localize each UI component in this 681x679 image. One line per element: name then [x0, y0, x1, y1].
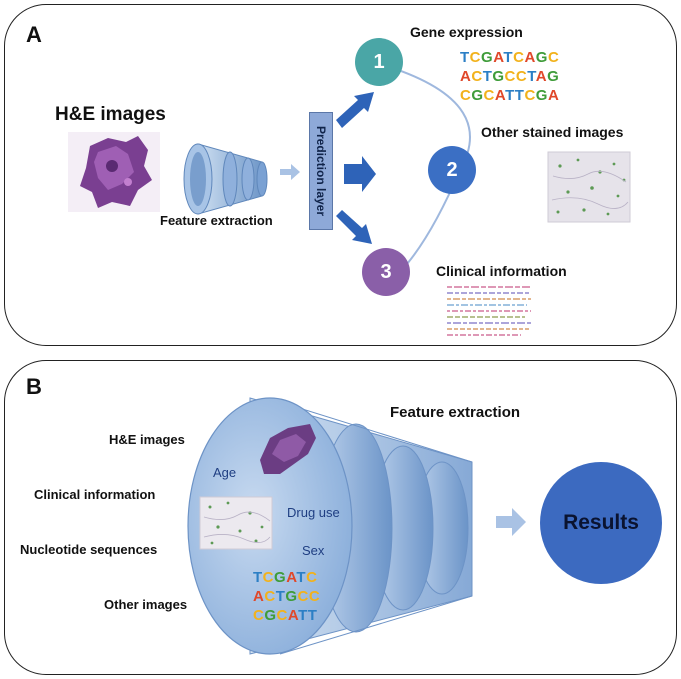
nucleotide-letter: C — [513, 49, 525, 66]
arrow-up-right-icon — [336, 92, 374, 128]
nucleotide-letter: T — [460, 49, 470, 66]
nucleotide-letter: C — [262, 569, 275, 586]
node-2-number: 2 — [446, 158, 458, 181]
nucleotide-letter: C — [504, 68, 516, 85]
age-label: Age — [213, 465, 237, 480]
panel-b-title: Feature extraction — [390, 404, 521, 421]
nucleotide-letter: C — [460, 87, 472, 104]
gene-sequence-line: TCGATCAGC — [460, 48, 559, 67]
node-1-number: 1 — [373, 50, 385, 73]
stained-image — [547, 151, 631, 223]
left-label-he-images: H&E images — [109, 432, 185, 447]
sex-label: Sex — [302, 543, 325, 558]
prediction-layer-label: Prediction layer — [314, 125, 328, 217]
nucleotide-letter: C — [276, 607, 288, 624]
arrow-right-icon — [344, 156, 376, 192]
he-images-title: H&E images — [55, 104, 166, 125]
nucleotide-letter: C — [469, 49, 482, 66]
prediction-arrows — [336, 92, 376, 244]
funnel-sequence-line: CGCATT — [253, 606, 320, 625]
nucleotide-letter: T — [253, 569, 263, 586]
left-label-clinical: Clinical information — [34, 487, 156, 502]
node-1-gene-expression: 1 — [355, 38, 403, 86]
nucleotide-letter: A — [460, 68, 472, 85]
nucleotide-letter: A — [547, 87, 560, 104]
nucleotide-letter: C — [547, 49, 560, 66]
arrow-to-results-icon — [496, 508, 526, 536]
clinical-information-label: Clinical information — [436, 263, 567, 279]
nucleotide-letter: T — [527, 68, 536, 85]
gene-sequence-line: ACTGCCTAG — [460, 67, 559, 86]
gene-sequence-line: CGCATTCGA — [460, 86, 559, 105]
nucleotide-letter: A — [286, 569, 297, 586]
nucleotide-letter: A — [253, 588, 265, 605]
left-label-nucleotide: Nucleotide sequences — [20, 542, 158, 557]
nucleotide-letter: C — [308, 588, 321, 605]
nucleotide-letter: G — [535, 87, 548, 104]
nucleotide-letter: G — [285, 588, 298, 605]
node-3-number: 3 — [380, 260, 392, 283]
arrow-to-prediction-icon — [280, 164, 300, 180]
prediction-layer-box: Prediction layer — [309, 112, 333, 230]
nucleotide-letter: C — [524, 87, 536, 104]
nucleotide-letter: T — [296, 569, 307, 586]
nucleotide-letter: C — [471, 68, 483, 85]
nucleotide-letter: T — [503, 49, 514, 66]
nucleotide-letter: T — [307, 607, 318, 624]
panel-b-letter: B — [26, 374, 42, 399]
nucleotide-letter: G — [492, 68, 505, 85]
nucleotide-letter: C — [515, 68, 528, 85]
nucleotide-letter: T — [482, 68, 493, 85]
nucleotide-letter: G — [481, 49, 494, 66]
funnel-sequence-line: TCGATC — [253, 568, 320, 587]
nucleotide-letter: A — [535, 68, 548, 85]
results-circle: Results — [540, 462, 662, 584]
funnel-he-image — [260, 424, 316, 474]
arrow-down-right-icon — [336, 210, 372, 244]
nucleotide-letter: T — [514, 87, 525, 104]
results-label: Results — [563, 511, 639, 534]
nucleotide-letter: A — [287, 607, 299, 624]
nucleotide-letter: C — [297, 588, 309, 605]
nucleotide-letter: G — [471, 87, 484, 104]
funnel-sequences: TCGATC ACTGCC CGCATT — [253, 568, 320, 625]
nucleotide-letter: G — [547, 68, 560, 85]
nucleotide-letter: T — [505, 87, 515, 104]
other-stained-label: Other stained images — [481, 124, 624, 140]
nucleotide-letter: T — [298, 607, 308, 624]
nucleotide-letter: A — [524, 49, 536, 66]
drug-use-label: Drug use — [287, 505, 340, 520]
funnel-stained-image — [199, 496, 273, 550]
feature-extraction-funnel — [183, 143, 268, 215]
nucleotide-letter: C — [253, 607, 265, 624]
nucleotide-letter: C — [483, 87, 495, 104]
panel-a-letter: A — [26, 22, 42, 47]
nucleotide-letter: A — [493, 49, 504, 66]
gene-expression-label: Gene expression — [410, 24, 523, 40]
nucleotide-letter: G — [535, 49, 548, 66]
clinical-text-image — [447, 286, 531, 336]
gene-sequences: TCGATCAGC ACTGCCTAG CGCATTCGA — [460, 48, 559, 105]
nucleotide-letter: C — [306, 569, 318, 586]
feature-extraction-label: Feature extraction — [160, 213, 273, 228]
nucleotide-letter: G — [274, 569, 287, 586]
funnel-sequence-line: ACTGCC — [253, 587, 320, 606]
he-tissue-image — [68, 132, 160, 212]
nucleotide-letter: A — [494, 87, 506, 104]
nucleotide-letter: G — [264, 607, 277, 624]
nucleotide-letter: T — [275, 588, 286, 605]
node-3-clinical: 3 — [362, 248, 410, 296]
nucleotide-letter: C — [264, 588, 276, 605]
left-label-other-images: Other images — [104, 597, 188, 612]
node-2-other-stained: 2 — [428, 146, 476, 194]
